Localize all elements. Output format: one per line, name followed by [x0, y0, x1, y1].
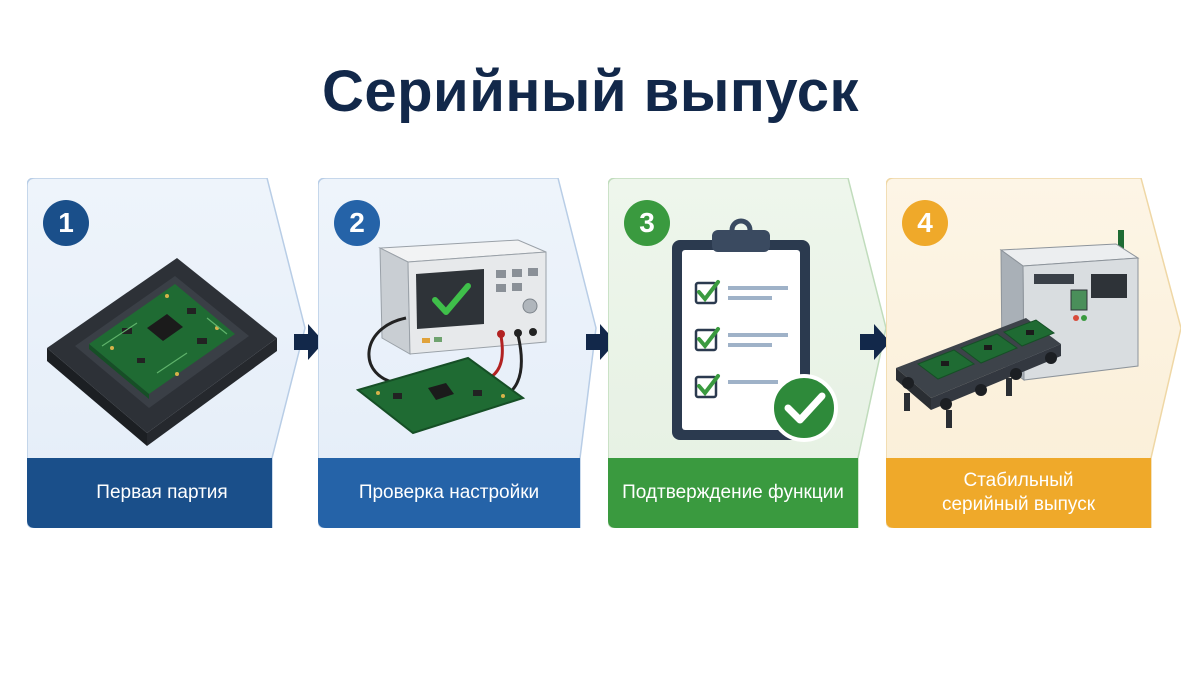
step-2-label: Проверка настройки — [358, 482, 540, 503]
step-arrow-1-icon — [294, 324, 324, 360]
step-3-number: 3 — [624, 200, 670, 246]
step-1-label: Первая партия — [96, 482, 228, 503]
step-1-number: 1 — [43, 200, 89, 246]
step-4-card: 4 Стабильный серийный выпуск — [886, 178, 1181, 528]
test-instrument-icon — [355, 239, 547, 435]
page-title: Серийный выпуск — [321, 59, 860, 124]
step-2-number: 2 — [334, 200, 380, 246]
checklist-clipboard-icon — [672, 218, 838, 442]
step-4-number: 4 — [902, 200, 948, 246]
pcb-in-tray-icon — [47, 258, 277, 446]
step-3-label: Подтверждение функции — [622, 482, 844, 503]
step-arrow-3-icon — [860, 324, 890, 360]
production-conveyor-icon — [896, 230, 1140, 428]
step-4-label: Стабильный серийный выпуск — [941, 470, 1096, 515]
step-arrow-2-icon — [586, 324, 616, 360]
step-1-card: 1 Первая партия — [27, 178, 307, 528]
step-3-card: 3 Подтверждение функции — [608, 178, 888, 528]
step-2-card: 2 Проверка настройки — [318, 178, 598, 528]
